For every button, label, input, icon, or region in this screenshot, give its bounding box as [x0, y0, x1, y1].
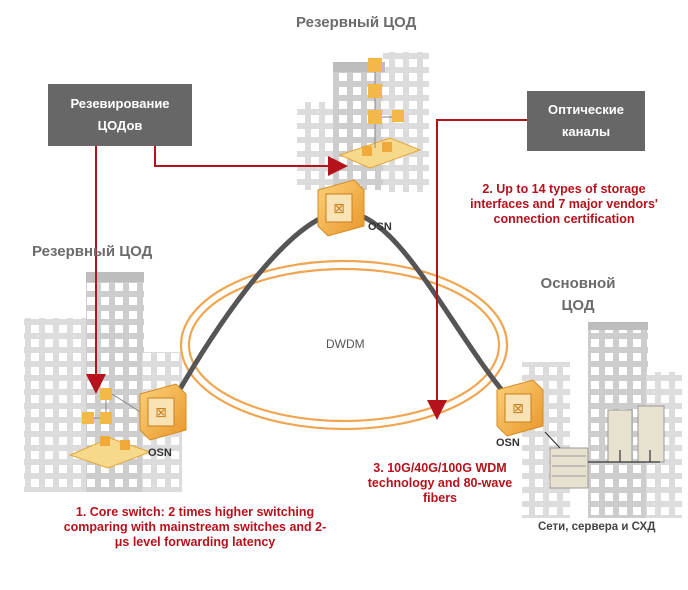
reservation-callout: Резевирование ЦОДов: [48, 84, 192, 146]
note3-line2: technology and 80-wave: [367, 476, 513, 490]
svg-text:⊠: ⊠: [155, 405, 167, 421]
arrow-to-top-dc: [154, 146, 348, 176]
osn-cube-left: ⊠: [139, 383, 187, 441]
servers-label: Сети, сервера и СХД: [538, 521, 656, 533]
note-wdm: 3. 10G/40G/100G WDM technology and 80-wa…: [360, 461, 520, 506]
optical-callout: Оптические каналы: [527, 91, 645, 151]
note2-line3: connection certification: [493, 212, 635, 226]
note3-line1: 3. 10G/40G/100G WDM: [373, 461, 507, 475]
note1-line2: comparing with mainstream switches and 2…: [63, 520, 327, 534]
note-core-switch: 1. Core switch: 2 times higher switching…: [30, 505, 360, 550]
top-dc-title: Резервный ЦОД: [296, 14, 417, 31]
note-storage-interfaces: 2. Up to 14 types of storage interfaces …: [454, 182, 674, 227]
optical-callout-line1: Оптические: [548, 102, 624, 117]
top-dc-buildings: [297, 52, 429, 192]
osn-cube-right: ⊠: [496, 379, 544, 437]
left-dc-title: Резервный ЦОД: [32, 243, 153, 260]
fiber-path: [165, 209, 513, 413]
note2-line1: 2. Up to 14 types of storage: [482, 182, 646, 196]
osn-cube-top: ⊠: [317, 179, 365, 237]
note1-line3: μs level forwarding latency: [114, 535, 276, 549]
optical-callout-line2: каналы: [561, 124, 611, 139]
osn-label-right: OSN: [496, 437, 520, 449]
red-connectors: [86, 119, 527, 420]
svg-text:⊠: ⊠: [512, 401, 524, 417]
reservation-callout-line1: Резевирование: [70, 96, 170, 111]
top-dc-equipment: [338, 58, 422, 169]
osn-label-top: OSN: [368, 221, 392, 233]
main-dc-title-line2: ЦОД: [561, 297, 595, 314]
arrow-to-osn-right: [427, 119, 527, 420]
note3-line3: fibers: [422, 491, 458, 505]
right-dc-equipment: [544, 405, 665, 489]
dwdm-ring: [179, 259, 509, 431]
main-dc-title-line1: Основной: [540, 275, 616, 292]
note1-line1: 1. Core switch: 2 times higher switching: [75, 505, 315, 519]
dwdm-label: DWDM: [326, 337, 365, 351]
main-dc-title: Основной ЦОД: [538, 273, 618, 317]
note2-line2: interfaces and 7 major vendors': [470, 197, 658, 211]
osn-label-left: OSN: [148, 447, 172, 459]
reservation-callout-line2: ЦОДов: [97, 118, 143, 133]
svg-text:⊠: ⊠: [333, 201, 345, 217]
